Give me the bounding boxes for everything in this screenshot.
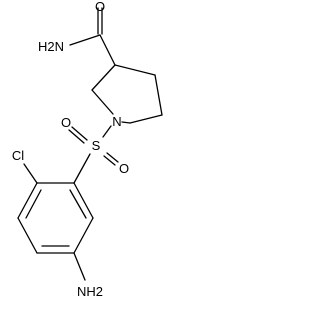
ring-nitrogen-label: N [112, 114, 121, 129]
bond-ar-5-6 [73, 217, 94, 254]
bond-s-o-bottom-b [103, 155, 116, 166]
bond-s-aryl [73, 153, 91, 184]
bond-ring-n-c2 [91, 89, 114, 115]
bond-c-nh2 [69, 34, 101, 46]
bond-ring-c4-c5 [154, 74, 163, 116]
bond-ar-cl [23, 163, 38, 184]
bond-ar-inner-c [69, 189, 87, 219]
bond-n-s [102, 125, 112, 138]
bond-s-o-top-b [68, 129, 85, 144]
chemical-structure: O H2N N S O O Cl NH2 [12, 0, 163, 299]
sulfonyl-oxygen-bottom-label: O [119, 161, 129, 176]
amide-oxygen-label: O [95, 0, 105, 14]
bond-c-ring [99, 34, 116, 66]
bond-s-o-bottom-a [106, 152, 119, 163]
chlorine-label: Cl [12, 148, 24, 163]
bond-ar-inner-a [25, 189, 42, 219]
bond-ar-3-4 [17, 217, 38, 254]
bond-ar-6-1 [73, 182, 94, 219]
bond-ring-c2-c3 [91, 64, 116, 91]
bond-ring-c6-n [121, 121, 131, 124]
bond-ring-c3-c4 [114, 64, 156, 76]
bond-s-o-top-a [71, 126, 88, 141]
amide-nitrogen-label: H2N [38, 39, 64, 54]
sulfur-label: S [92, 138, 101, 153]
sulfonyl-oxygen-top-label: O [61, 115, 71, 130]
bond-ar-2-3 [17, 182, 38, 219]
bonds [17, 7, 163, 281]
amine-label: NH2 [77, 284, 103, 299]
bond-ring-c5-c6 [129, 114, 163, 124]
bond-ar-nh2 [73, 252, 86, 281]
